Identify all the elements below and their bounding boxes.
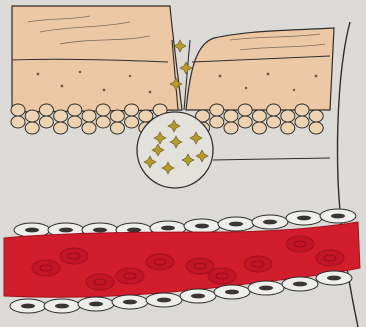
cell-nucleus bbox=[331, 214, 345, 219]
cell-nucleus bbox=[259, 286, 273, 291]
red-blood-cell bbox=[286, 236, 314, 252]
basal-cell bbox=[125, 116, 139, 128]
cell-nucleus bbox=[327, 276, 341, 281]
basal-cell bbox=[110, 122, 124, 134]
cell-nucleus bbox=[225, 290, 239, 295]
cell-nucleus bbox=[25, 228, 39, 233]
cell-nucleus bbox=[191, 294, 205, 299]
cell-nucleus bbox=[21, 304, 35, 309]
cell-nucleus bbox=[263, 220, 277, 225]
basal-cell bbox=[309, 110, 323, 122]
basal-cell bbox=[281, 122, 295, 134]
basal-cell bbox=[96, 116, 110, 128]
cell-nucleus bbox=[157, 298, 171, 303]
basal-cell bbox=[125, 104, 139, 116]
red-blood-cell bbox=[116, 268, 144, 284]
cell-nucleus bbox=[229, 222, 243, 227]
cell-nucleus bbox=[89, 302, 103, 307]
basal-cell bbox=[82, 110, 96, 122]
cell-nucleus bbox=[123, 300, 137, 305]
red-blood-cell bbox=[60, 248, 88, 264]
basal-cell bbox=[96, 104, 110, 116]
basal-cell bbox=[25, 122, 39, 134]
basal-cell bbox=[82, 122, 96, 134]
cell-nucleus bbox=[55, 304, 69, 309]
basal-cell bbox=[39, 104, 53, 116]
basal-cell bbox=[295, 104, 309, 116]
epidermis-right bbox=[186, 28, 334, 110]
basal-cell bbox=[252, 110, 266, 122]
red-blood-cell bbox=[244, 256, 272, 272]
basal-cell bbox=[11, 104, 25, 116]
basal-cell bbox=[224, 122, 238, 134]
basal-cell bbox=[25, 110, 39, 122]
basal-cell bbox=[68, 116, 82, 128]
red-blood-cell bbox=[208, 268, 236, 284]
basal-cell bbox=[54, 110, 68, 122]
basal-cell bbox=[210, 104, 224, 116]
cell-nucleus bbox=[127, 228, 141, 233]
red-blood-cell bbox=[32, 260, 60, 276]
basal-cell bbox=[210, 116, 224, 128]
basal-cell bbox=[11, 116, 25, 128]
basal-cell bbox=[252, 122, 266, 134]
basal-cell bbox=[309, 122, 323, 134]
red-blood-cell bbox=[146, 254, 174, 270]
basal-cell bbox=[238, 104, 252, 116]
basal-cell bbox=[39, 116, 53, 128]
basal-cell bbox=[110, 110, 124, 122]
basal-cell bbox=[54, 122, 68, 134]
cell-nucleus bbox=[195, 224, 209, 229]
red-blood-cell bbox=[316, 250, 344, 266]
basal-cell bbox=[68, 104, 82, 116]
cell-nucleus bbox=[297, 216, 311, 221]
cell-nucleus bbox=[93, 228, 107, 233]
cell-nucleus bbox=[293, 282, 307, 287]
cell-nucleus bbox=[59, 228, 73, 233]
basal-cell bbox=[238, 116, 252, 128]
red-blood-cell bbox=[86, 274, 114, 290]
basal-cell bbox=[224, 110, 238, 122]
basal-cell bbox=[267, 116, 281, 128]
basal-cell bbox=[281, 110, 295, 122]
basal-cell bbox=[267, 104, 281, 116]
basal-cell bbox=[295, 116, 309, 128]
cell-nucleus bbox=[161, 226, 175, 231]
